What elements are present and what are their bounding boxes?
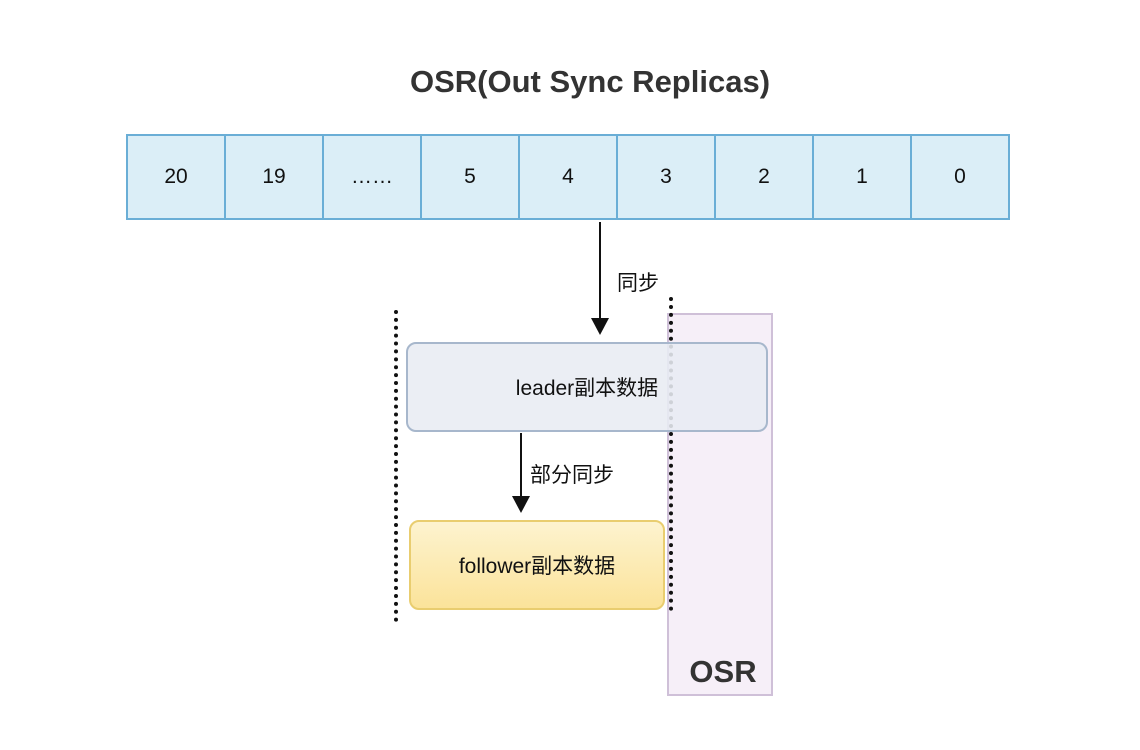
leader-replica-label: leader副本数据 bbox=[515, 377, 659, 400]
follower-replica-box: follower副本数据 bbox=[409, 520, 665, 610]
osr-boundary-dotted-line bbox=[669, 297, 673, 611]
osr-label: OSR bbox=[689, 654, 757, 689]
left-boundary-dotted-line bbox=[394, 310, 398, 622]
log-cell-3: 3 bbox=[618, 136, 716, 218]
log-cell-4: 4 bbox=[520, 136, 618, 218]
diagram-title: OSR(Out Sync Replicas) bbox=[409, 64, 771, 99]
log-cell-ellipsis: …… bbox=[324, 136, 422, 218]
log-offset-row: 20 19 …… 5 4 3 2 1 0 bbox=[126, 134, 1010, 220]
follower-replica-label: follower副本数据 bbox=[458, 555, 616, 578]
log-cell-0: 0 bbox=[912, 136, 1008, 218]
log-cell-20: 20 bbox=[128, 136, 226, 218]
sync-edge-label: 同步 bbox=[617, 272, 659, 295]
log-cell-5: 5 bbox=[422, 136, 520, 218]
log-cell-2: 2 bbox=[716, 136, 814, 218]
leader-replica-box: leader副本数据 bbox=[406, 342, 768, 432]
log-cell-19: 19 bbox=[226, 136, 324, 218]
partial-sync-arrow bbox=[512, 433, 530, 513]
sync-arrow bbox=[591, 222, 609, 335]
partial-sync-edge-label: 部分同步 bbox=[530, 464, 614, 487]
log-cell-1: 1 bbox=[814, 136, 912, 218]
